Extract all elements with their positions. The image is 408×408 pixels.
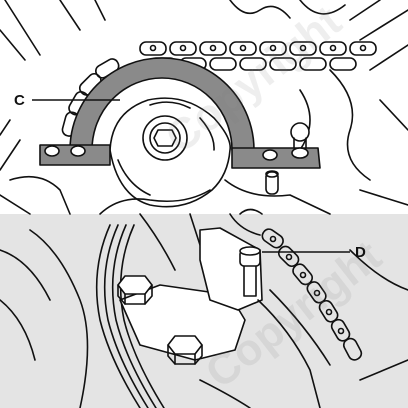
guide-rail bbox=[103, 224, 149, 408]
engine-linework bbox=[229, 0, 408, 71]
engine-linework bbox=[199, 249, 408, 408]
callout-d-label: D bbox=[355, 244, 366, 261]
timing-chain-lower bbox=[261, 228, 363, 361]
engine-linework bbox=[0, 0, 106, 171]
guide-rail bbox=[95, 224, 141, 408]
adjuster-stem bbox=[293, 137, 307, 149]
hub-detail bbox=[117, 101, 215, 196]
engine-linework bbox=[0, 213, 176, 408]
chain-guide bbox=[257, 289, 331, 408]
center-bolt-hex bbox=[153, 129, 177, 147]
engine-linework bbox=[189, 213, 261, 246]
callout-c-label: C bbox=[14, 92, 25, 109]
bar-bolt-right-2 bbox=[262, 149, 278, 161]
hex-bolt-lower bbox=[167, 335, 203, 365]
bar-bolt-right bbox=[291, 147, 309, 159]
engine-linework bbox=[299, 69, 408, 206]
engine-casting bbox=[99, 179, 331, 215]
vertical-bolt bbox=[265, 171, 279, 195]
bar-bolt-left-2 bbox=[70, 145, 86, 157]
bar-bolt-left bbox=[44, 145, 60, 157]
upper-panel bbox=[0, 0, 408, 215]
guide-rail bbox=[119, 224, 165, 408]
sprocket-holding-tool bbox=[69, 57, 255, 151]
lower-panel bbox=[0, 213, 408, 408]
adjuster-knob bbox=[290, 122, 310, 142]
engine-block bbox=[119, 284, 246, 361]
locking-pin bbox=[239, 246, 261, 297]
hex-bolt-upper bbox=[117, 275, 153, 305]
guide-rail bbox=[111, 224, 157, 408]
engine-linework bbox=[0, 175, 71, 215]
vertical-bolt-head bbox=[265, 170, 279, 178]
